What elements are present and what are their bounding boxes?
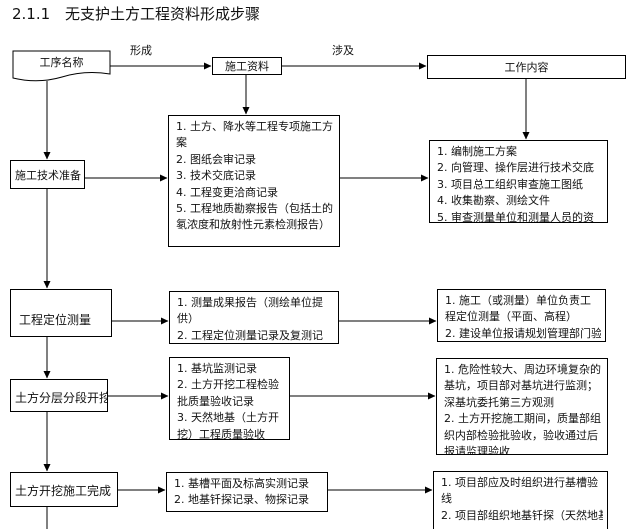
work-item: 2. 项目部组织地基钎探（天然地基 <box>441 508 603 522</box>
data-box-tech-prep: 1. 土方、降水等工程专项施工方案 2. 图纸会审记录 3. 技术交底记录 4.… <box>168 115 340 247</box>
stage-label: 土方开挖施工完成 <box>15 484 112 498</box>
work-item: 2. 建设单位报请规划管理部门验 <box>445 326 601 340</box>
work-item: 2. 向管理、操作层进行技术交底 <box>437 161 594 175</box>
data-item: 1. 土方、降水等工程专项施工方案 <box>176 120 333 150</box>
section-number: 2.1.1 <box>12 5 51 23</box>
work-box-layered-excavation: 1. 危险性较大、周边环境复杂的基坑，项目部对基坑进行监测；深基坑委托第三方观测… <box>436 358 608 455</box>
stage-label: 工程定位测量 <box>19 313 92 327</box>
work-box-excavation-complete: 1. 项目部应及时组织进行基槽验线 2. 项目部组织地基钎探（天然地基 <box>433 471 608 529</box>
work-name-node: 工序名称 <box>13 51 110 73</box>
work-item: 1. 施工（或测量）单位负责工程定位测量（平面、高程） <box>445 294 591 324</box>
work-item: 2. 土方开挖施工期间，质量部组织内部检验批验收，验收通过后报请监理验收 <box>444 412 601 455</box>
data-item: 3. 天然地基（土方开挖）工程质量验收 <box>177 411 279 440</box>
work-item: 3. 项目总工组织审查施工图纸 <box>437 177 583 191</box>
stage-label: 土方分层分段开挖 <box>15 391 107 405</box>
data-item: 4. 工程变更洽商记录 <box>176 185 278 199</box>
work-content-label: 工作内容 <box>504 61 549 74</box>
work-item: 4. 收集勘察、测绘文件 <box>437 194 550 208</box>
work-box-positioning: 1. 施工（或测量）单位负责工程定位测量（平面、高程） 2. 建设单位报请规划管… <box>437 289 606 342</box>
stage-node-tech-prep: 施工技术准备 <box>10 160 85 189</box>
work-name-node-shape <box>12 50 111 82</box>
section-title: 无支护土方工程资料形成步骤 <box>64 5 260 23</box>
work-item: 1. 项目部应及时组织进行基槽验线 <box>441 476 598 506</box>
stage-node-positioning: 工程定位测量 <box>10 289 112 337</box>
data-box-layered-excavation: 1. 基坑监测记录 2. 土方开挖工程检验批质量验收记录 3. 天然地基（土方开… <box>169 357 290 440</box>
stage-label: 施工技术准备 <box>15 168 81 182</box>
data-item: 2. 土方开挖工程检验批质量验收记录 <box>177 378 279 408</box>
data-item: 1. 测量成果报告（测绘单位提供） <box>177 296 323 326</box>
work-box-tech-prep: 1. 编制施工方案 2. 向管理、操作层进行技术交底 3. 项目总工组织审查施工… <box>429 140 608 223</box>
data-item: 5. 工程地质勘察报告（包括土的氡浓度和放射性元素检测报告） <box>176 202 333 232</box>
work-name-label: 工序名称 <box>39 56 84 69</box>
data-item: 2. 工程定位测量记录及复测记 <box>177 328 323 342</box>
work-item: 1. 危险性较大、周边环境复杂的基坑，项目部对基坑进行监测；深基坑委托第三方观测 <box>444 363 601 409</box>
stage-node-excavation-complete: 土方开挖施工完成 <box>10 472 118 507</box>
edge-label-involves: 涉及 <box>332 44 354 57</box>
data-box-excavation-complete: 1. 基槽平面及标高实测记录 2. 地基钎探记录、物探记录 <box>166 472 328 512</box>
data-item: 2. 图纸会审记录 <box>176 152 256 166</box>
construction-data-label: 施工资料 <box>225 60 269 73</box>
data-item: 2. 地基钎探记录、物探记录 <box>174 493 309 507</box>
data-item: 1. 基坑监测记录 <box>177 362 257 375</box>
section-heading: 2.1.1 无支护土方工程资料形成步骤 <box>12 3 260 24</box>
construction-data-node: 施工资料 <box>212 57 282 75</box>
edge-label-forms: 形成 <box>130 44 152 57</box>
data-box-positioning: 1. 测量成果报告（测绘单位提供） 2. 工程定位测量记录及复测记 <box>169 291 339 344</box>
data-item: 1. 基槽平面及标高实测记录 <box>174 477 309 490</box>
data-item: 3. 技术交底记录 <box>176 169 256 183</box>
stage-node-layered-excavation: 土方分层分段开挖 <box>10 379 108 412</box>
work-item: 1. 编制施工方案 <box>437 145 517 158</box>
work-item: 5. 审查测量单位和测量人员的资质 <box>437 210 594 223</box>
work-content-node: 工作内容 <box>427 55 626 79</box>
